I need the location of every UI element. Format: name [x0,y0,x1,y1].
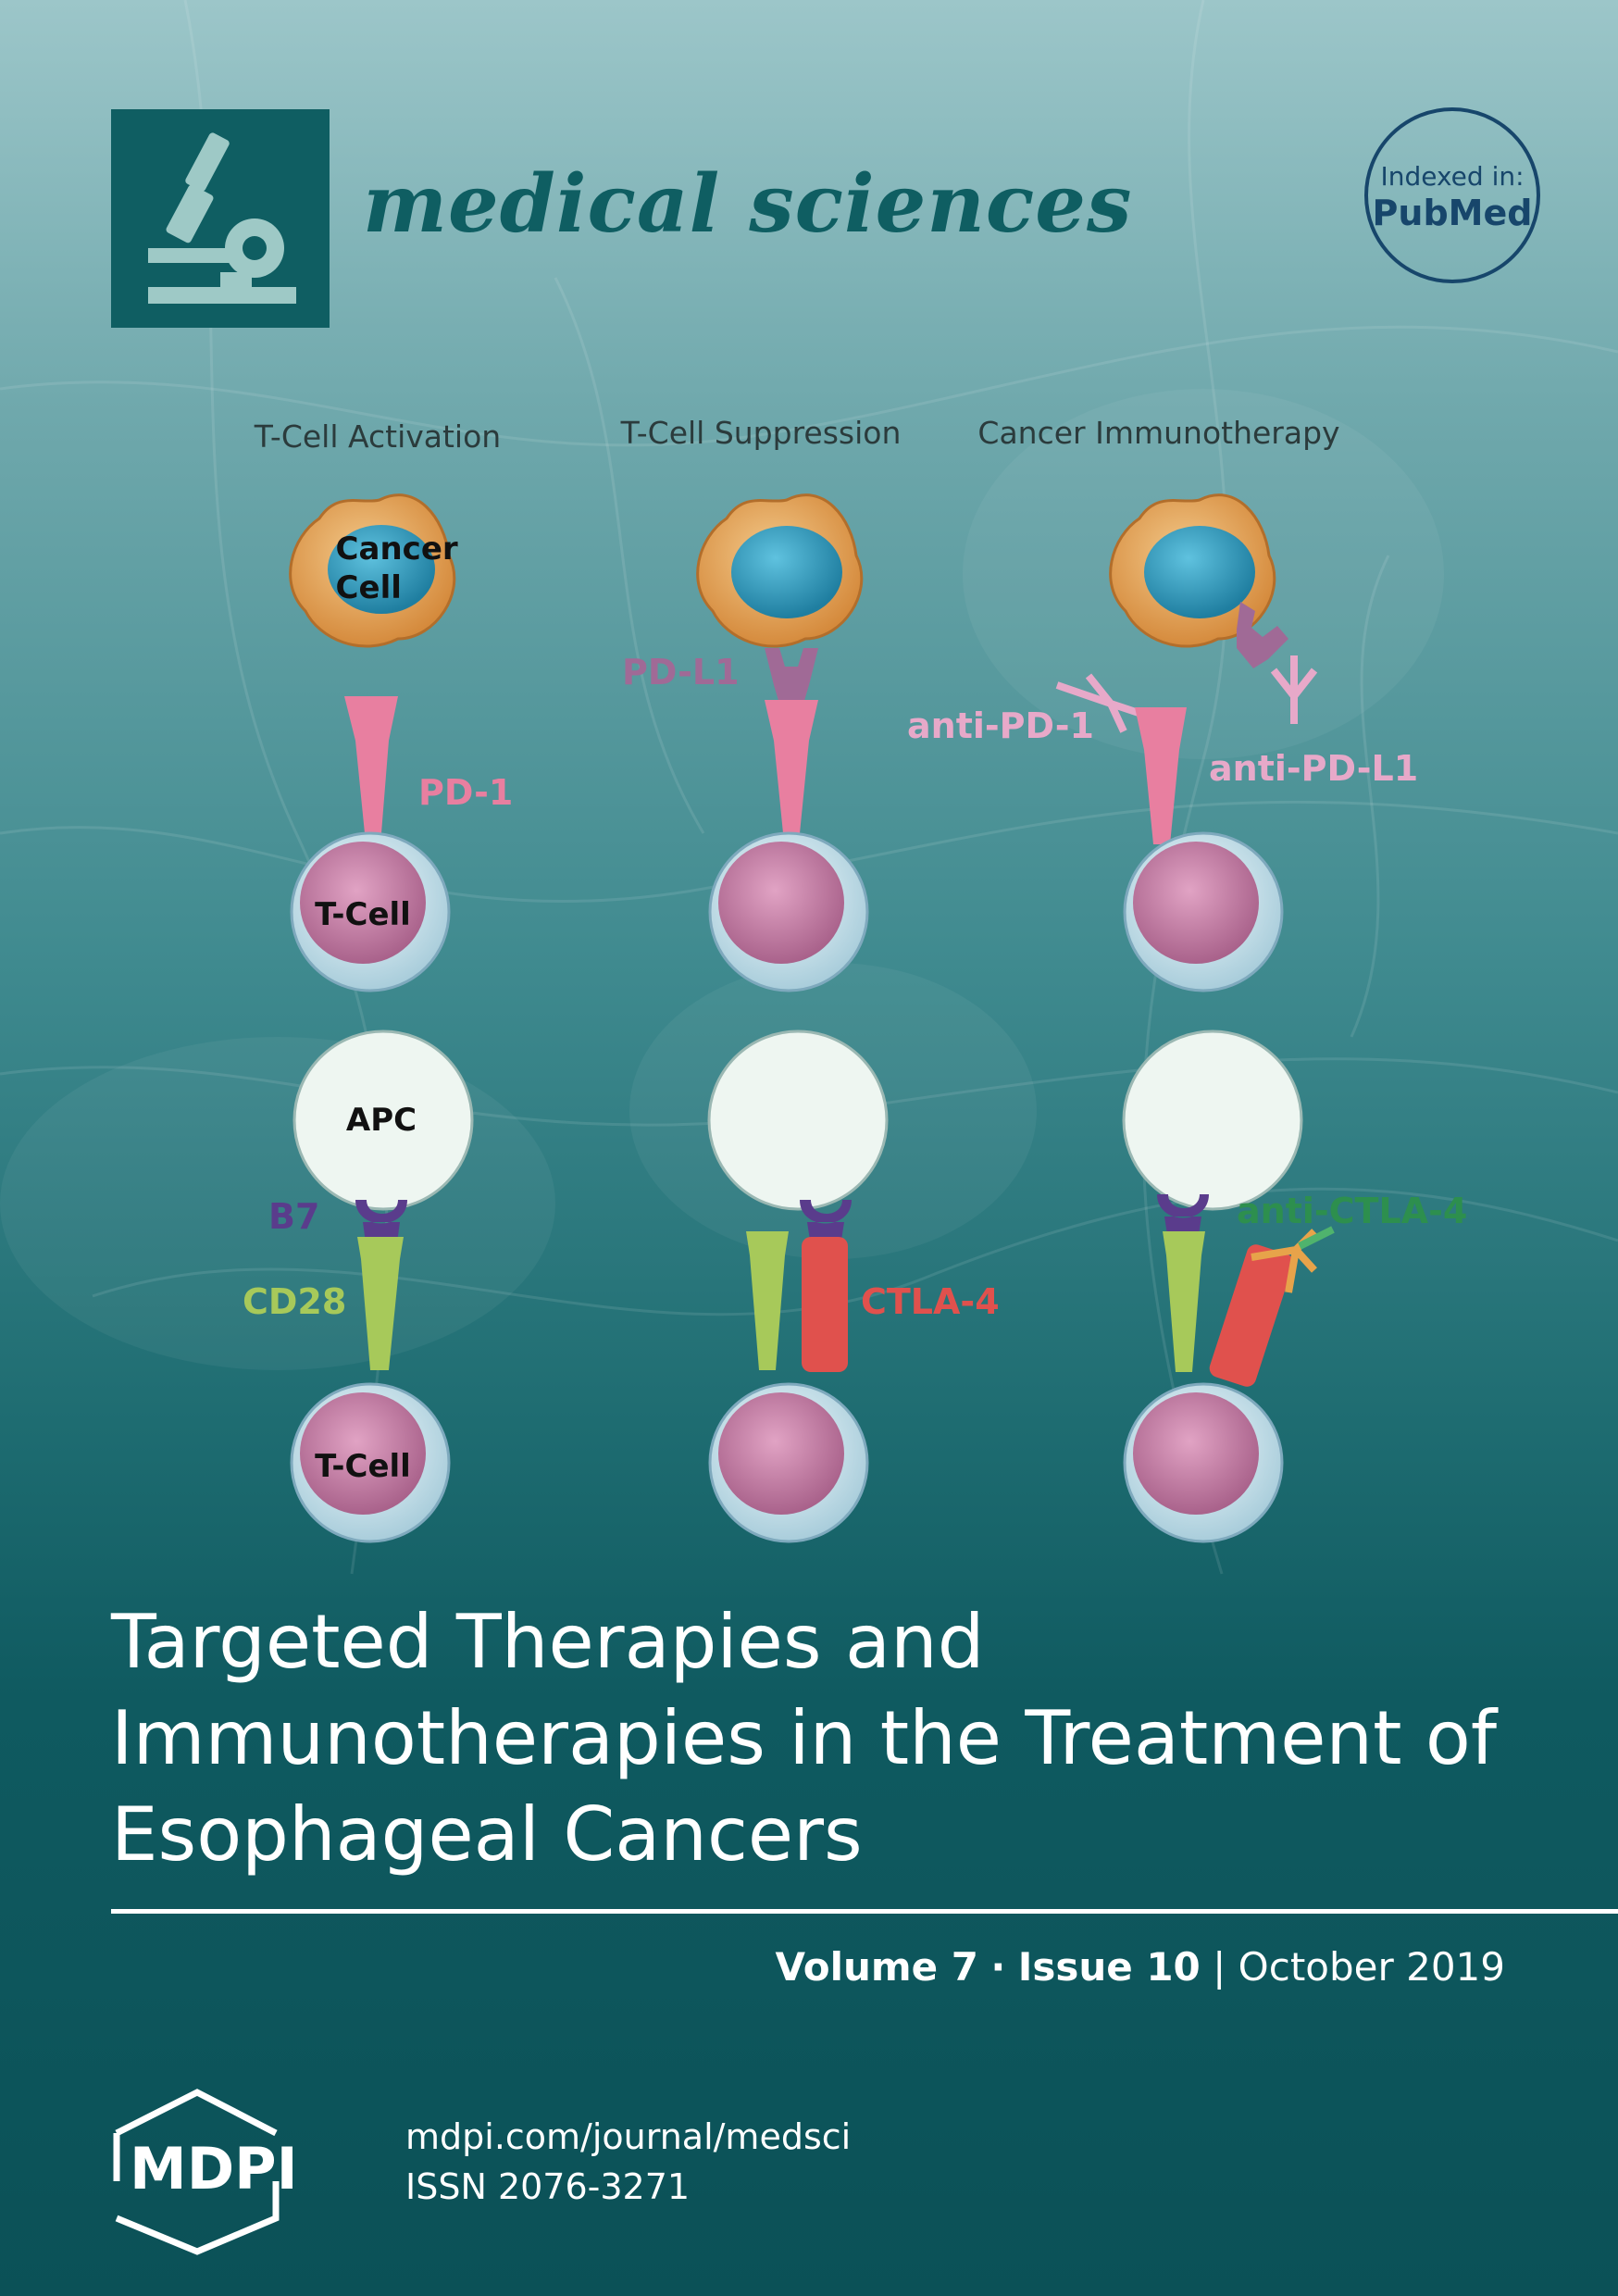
cd28-label: CD28 [243,1281,347,1322]
t-cell-upper-col2 [708,831,869,992]
t-cell-lower-col1 [290,1382,451,1543]
pd1-receptor-col2 [765,700,818,833]
article-title: Targeted Therapies and Immunotherapies i… [111,1594,1555,1883]
anti-pdl1-antibody [1270,655,1318,724]
mdpi-logo-icon [113,2089,280,2255]
anti-ctla4-antibody [1251,1226,1335,1293]
pd1-receptor-col3 [1135,707,1187,844]
article-title-line1: Targeted Therapies and [111,1599,985,1685]
anti-pd1-label: anti-PD-1 [907,705,1094,746]
pubmed-badge: Indexed in: PubMed [1364,107,1540,283]
divider-rule [111,1909,1618,1914]
journal-url: mdpi.com/journal/medsci [405,2116,852,2157]
b7-label: B7 [268,1196,320,1237]
journal-name: medical sciences [363,157,1133,251]
anti-pd1-antibody [1055,673,1140,733]
journal-logo [111,109,330,328]
cd28-receptor-col3 [1163,1231,1205,1372]
apc-col3 [1122,1029,1303,1211]
microscope-icon [148,132,296,304]
volume-number: Volume 7 [775,1944,979,1990]
cancer-cell-label-line2: Cell [335,569,402,606]
cancer-cell-col1 [289,493,456,648]
pd1-label: PD-1 [418,772,514,813]
apc-col2 [707,1029,889,1211]
issue-date: October 2019 [1238,1944,1505,1990]
anti-pdl1-label: anti-PD-L1 [1209,748,1419,789]
t-cell-lower-col3 [1123,1382,1284,1543]
issue-info: Volume 7 · Issue 10 | October 2019 [776,1944,1505,1990]
apc-label: APC [345,1102,417,1139]
cd28-receptor-col2 [746,1231,789,1370]
pdl1-label: PD-L1 [622,652,740,693]
cd28-receptor-col1 [357,1237,404,1370]
cancer-cell-label: Cancer Cell [336,530,458,607]
t-cell-upper-col3 [1123,831,1284,992]
issue-number: Issue 10 [1017,1944,1201,1990]
column-header-suppression: T-Cell Suppression [620,415,902,451]
b7-ligand-col2 [800,1200,852,1246]
issn-number: ISSN 2076-3271 [405,2166,691,2207]
t-cell-lower-col2 [708,1382,869,1543]
cancer-cell-label-line1: Cancer [335,530,458,568]
t-cell-label-upper: T-Cell [315,896,411,933]
issue-divider: | [1213,1944,1226,1990]
b7-ligand-col3 [1157,1194,1209,1241]
pdl1-ligand-col3 [1237,602,1288,668]
issue-separator: · [990,1944,1006,1990]
cancer-cell-col2 [696,493,864,648]
immune-checkpoint-diagram [289,493,1335,1543]
t-cell-upper-col1 [290,831,451,992]
t-cell-label-lower: T-Cell [315,1448,411,1485]
article-title-line2: Immunotherapies in the Treatment of [111,1695,1498,1781]
anti-ctla4-label: anti-CTLA-4 [1237,1191,1468,1231]
pd1-receptor-col1 [344,696,398,833]
column-header-immunotherapy: Cancer Immunotherapy [977,415,1340,451]
pubmed-badge-caption: Indexed in: [1380,161,1525,192]
cancer-cell-col3 [1109,493,1276,648]
ctla4-label: CTLA-4 [861,1281,1000,1322]
pdl1-ligand-col2 [765,648,818,704]
column-header-activation: T-Cell Activation [254,418,502,455]
pubmed-badge-name: PubMed [1372,193,1533,233]
article-title-line3: Esophageal Cancers [111,1791,863,1878]
ctla4-receptor-col3 [1209,1244,1294,1387]
publisher-name: MDPI [130,2135,298,2202]
ctla4-receptor-col2 [802,1237,848,1372]
apc-col1 [292,1029,474,1211]
